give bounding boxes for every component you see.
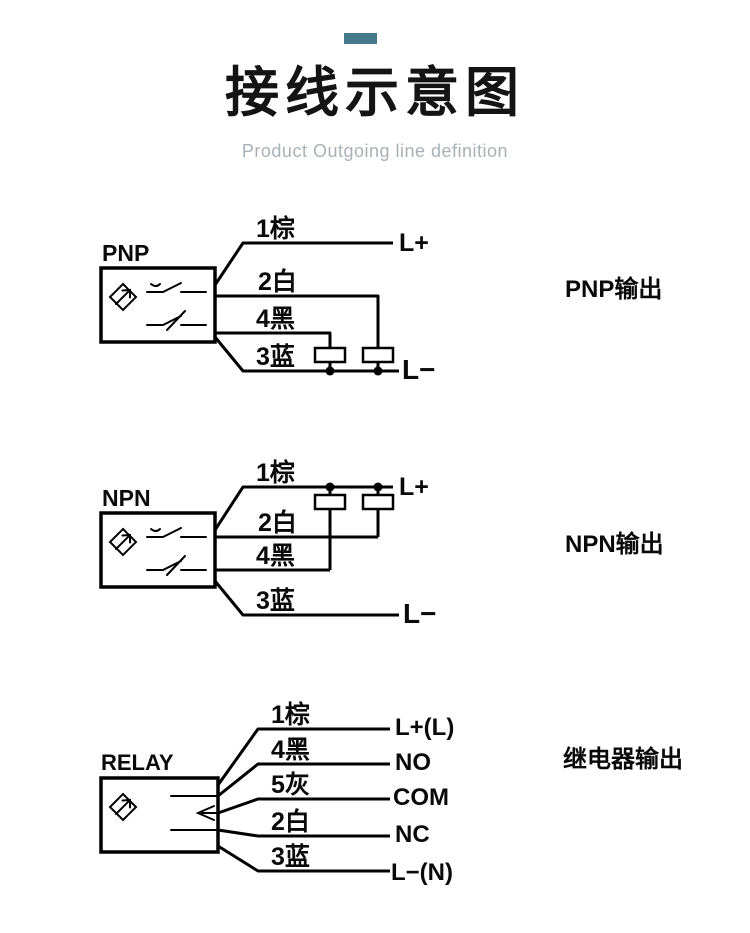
relay-wire-label-black: 4黑 (271, 736, 310, 764)
pnp-wire-black (215, 331, 332, 348)
pnp-terminal-lminus: L− (402, 354, 436, 385)
relay-wire-blue (217, 844, 390, 873)
pnp-wire-label-black: 4黑 (256, 305, 295, 333)
relay-wire-label-white: 2白 (271, 808, 310, 836)
npn-junction-dot-2 (373, 482, 383, 492)
page-subtitle: Product Outgoing line definition (241, 141, 509, 161)
relay-wire-label-blue: 3蓝 (271, 843, 310, 871)
pnp-wire-label-white: 2白 (258, 268, 297, 296)
npn-wire-label-black: 4黑 (256, 542, 295, 570)
pnp-sensor-label: PNP (102, 240, 150, 266)
pnp-junction-dot-1 (325, 366, 335, 376)
npn-sensor-label: NPN (102, 485, 151, 511)
npn-sensor-diamond-icon (108, 527, 138, 557)
npn-output-label: NPN输出 (565, 531, 664, 558)
npn-load-resistor-1 (313, 493, 347, 511)
pnp-wire-label-blue: 3蓝 (256, 343, 295, 371)
pnp-circuit (99, 241, 399, 376)
npn-wire-brown (213, 485, 393, 531)
npn-wire-label-white: 2白 (258, 509, 297, 537)
accent-bar (344, 33, 377, 44)
npn-terminal-lminus: L− (403, 598, 437, 629)
pnp-switch-contact-1 (146, 282, 207, 293)
pnp-load-resistor-2 (361, 346, 395, 364)
npn-wire-label-brown: 1棕 (256, 459, 295, 487)
npn-wire-blue (213, 580, 399, 617)
relay-sensor-label: RELAY (101, 750, 174, 775)
page-title: 接线示意图 (225, 63, 525, 123)
pnp-wire-label-brown: 1棕 (256, 215, 295, 243)
relay-sensor-diamond-icon (108, 792, 138, 822)
pnp-load-resistor-1 (313, 346, 347, 364)
relay-contact-symbol (170, 795, 219, 831)
relay-terminal-lplus: L+(L) (395, 714, 455, 741)
relay-wire-label-brown: 1棕 (271, 701, 310, 729)
pnp-wire-brown (213, 241, 393, 286)
relay-wire-gray (217, 797, 390, 815)
relay-terminal-nc: NC (395, 821, 430, 848)
pnp-sensor-body (99, 266, 217, 344)
npn-circuit (99, 482, 399, 617)
relay-wire-white (217, 828, 390, 838)
pnp-wire-white (215, 294, 380, 348)
relay-wire-brown (216, 727, 390, 786)
pnp-sensor-arrow-icon (115, 288, 131, 305)
relay-terminal-com: COM (393, 784, 449, 811)
relay-sensor-body (99, 776, 220, 854)
pnp-wire-blue (213, 336, 399, 373)
relay-terminal-no: NO (395, 749, 431, 776)
npn-switch-contact-2 (146, 555, 207, 576)
relay-terminal-lminus: L−(N) (391, 859, 453, 886)
relay-output-label: 继电器输出 (563, 746, 683, 773)
npn-terminal-lplus: L+ (399, 473, 429, 501)
npn-switch-contact-1 (146, 527, 207, 538)
relay-wire-black (217, 762, 390, 798)
pnp-terminal-lplus: L+ (399, 229, 429, 257)
pnp-junction-dot-2 (373, 366, 383, 376)
npn-wire-label-blue: 3蓝 (256, 587, 295, 615)
npn-sensor-body (99, 511, 217, 589)
relay-wire-label-gray: 5灰 (271, 771, 310, 799)
pnp-switch-contact-2 (146, 310, 207, 331)
relay-circuit (99, 727, 390, 873)
relay-sensor-arrow-icon (115, 798, 131, 815)
npn-sensor-arrow-icon (115, 533, 131, 550)
npn-load-resistor-2 (361, 493, 395, 511)
npn-junction-dot-1 (325, 482, 335, 492)
pnp-output-label: PNP输出 (565, 276, 663, 303)
pnp-sensor-diamond-icon (108, 282, 138, 312)
